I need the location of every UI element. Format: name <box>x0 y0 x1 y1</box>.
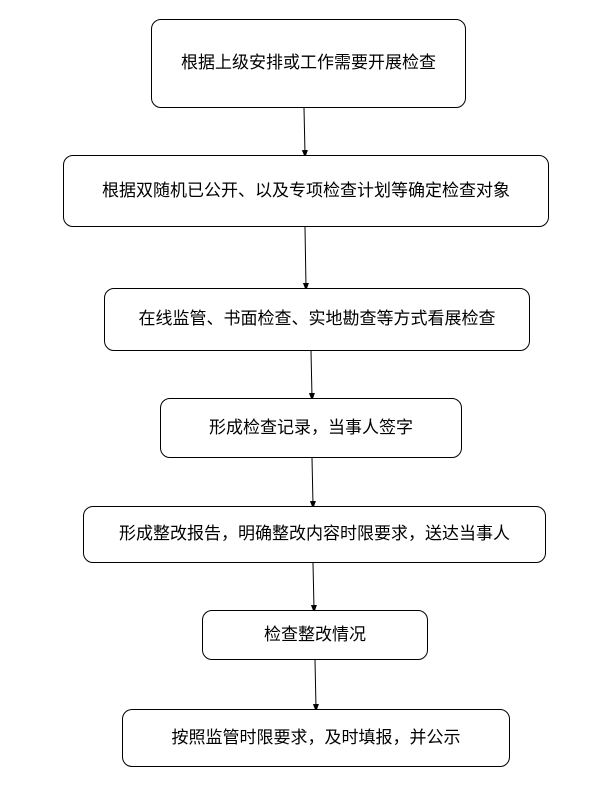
flow-step-7-label: 按照监管时限要求，及时填报，并公示 <box>171 727 461 748</box>
arrow-step4-to-step5 <box>309 457 316 509</box>
arrow-step3-to-step4 <box>308 350 315 401</box>
flow-step-6-label: 检查整改情况 <box>264 624 366 645</box>
flow-step-1: 根据上级安排或工作需要开展检查 <box>151 19 466 108</box>
flow-step-4-label: 形成检查记录，当事人签字 <box>209 417 413 438</box>
arrow-step1-to-step2 <box>301 107 308 158</box>
flow-step-4: 形成检查记录，当事人签字 <box>160 398 462 458</box>
arrow-step6-to-step7 <box>312 659 319 712</box>
flow-step-5: 形成整改报告，明确整改内容时限要求，送达当事人 <box>83 506 546 563</box>
arrow-step2-to-step3 <box>302 226 309 291</box>
flow-step-5-label: 形成整改报告，明确整改内容时限要求，送达当事人 <box>119 524 510 544</box>
flow-step-3: 在线监管、书面检查、实地勘查等方式看展检查 <box>104 288 530 351</box>
flow-step-6: 检查整改情况 <box>202 610 428 660</box>
flow-step-1-label: 根据上级安排或工作需要开展检查 <box>181 53 436 73</box>
flow-step-7: 按照监管时限要求，及时填报，并公示 <box>122 709 510 767</box>
flow-step-2-label: 根据双随机已公开、以及专项检查计划等确定检查对象 <box>102 180 510 201</box>
arrow-step5-to-step6 <box>310 562 317 613</box>
flow-step-3-label: 在线监管、书面检查、实地勘查等方式看展检查 <box>138 309 496 329</box>
flow-step-2: 根据双随机已公开、以及专项检查计划等确定检查对象 <box>63 155 549 227</box>
